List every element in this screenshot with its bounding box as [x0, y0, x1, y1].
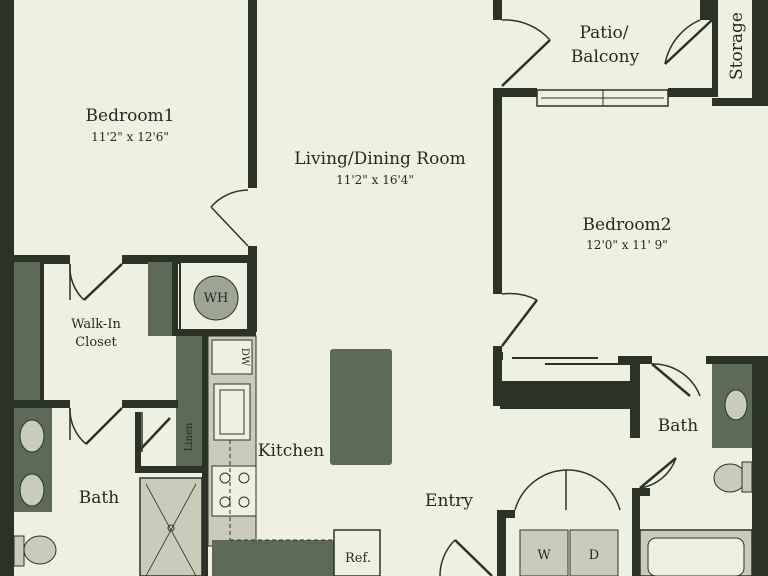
living-dims: 11'2" x 16'4" — [336, 173, 414, 187]
kitchen-island — [330, 349, 392, 465]
water-heater: WH — [179, 261, 249, 331]
laundry: W D — [519, 529, 619, 576]
washer-label: W — [537, 548, 551, 563]
walkin-label-1: Walk-In — [71, 317, 121, 332]
doors — [69, 19, 713, 576]
linen-label: Linen — [184, 422, 195, 451]
patio-window — [536, 89, 669, 107]
closet-doors — [512, 357, 630, 365]
kitchen-label: Kitchen — [258, 441, 324, 461]
kitchen-counters: DW Ref. — [207, 335, 381, 576]
patio-label-1: Patio/ — [579, 23, 628, 43]
bedroom1-name: Bedroom1 — [86, 106, 175, 126]
bath-left-fixtures — [13, 408, 203, 576]
bedroom2-name: Bedroom2 — [583, 215, 672, 235]
living-name: Living/Dining Room — [294, 149, 465, 169]
patio-label-2: Balcony — [571, 47, 640, 67]
bedroom2-dims: 12'0" x 11' 9" — [586, 238, 668, 252]
bedroom1-dims: 11'2" x 12'6" — [91, 130, 169, 144]
refrigerator-label: Ref. — [345, 551, 371, 566]
room-labels: Bedroom1 11'2" x 12'6" Living/Dining Roo… — [71, 12, 747, 511]
water-heater-label: WH — [204, 291, 229, 306]
dishwasher-label: DW — [239, 348, 250, 367]
entry-label: Entry — [425, 491, 473, 511]
walkin-label-2: Closet — [75, 335, 117, 350]
storage-label: Storage — [727, 12, 747, 80]
dryer-label: D — [589, 548, 599, 563]
bath-right-fixtures — [639, 364, 753, 576]
bath-left-label: Bath — [79, 488, 119, 508]
bath-right-label: Bath — [658, 416, 698, 436]
